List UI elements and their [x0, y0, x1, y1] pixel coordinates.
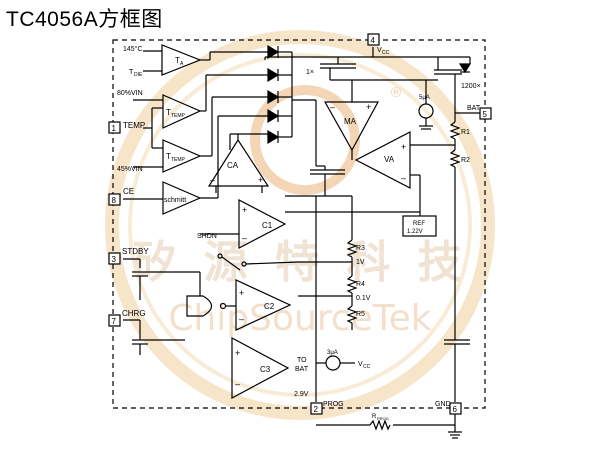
diagram-title: TC4056A方框图 [6, 8, 163, 31]
diode-column [267, 44, 280, 145]
label-ttemp2-sub: TEMP [171, 157, 186, 163]
label-45vin: 45%VIN [117, 166, 143, 173]
label-r2: R2 [461, 157, 470, 164]
label-va: VA [384, 155, 395, 164]
label-c2-minus: – [239, 314, 244, 324]
pin-2: 2 [314, 405, 319, 414]
label-c2: C2 [264, 302, 275, 311]
label-ma: MA [344, 117, 357, 126]
watermark-ring [105, 30, 495, 420]
label-ca: CA [227, 161, 239, 170]
label-ma-plus: + [366, 102, 371, 112]
label-vcc-top: V [377, 47, 382, 54]
label-to: TO [297, 357, 307, 364]
label-1v: 1V [356, 259, 365, 266]
label-ce: CE [123, 187, 134, 196]
label-c1-plus: + [242, 205, 247, 215]
label-ttemp1: T [166, 108, 171, 117]
label-1x: 1× [306, 69, 314, 76]
label-ref-v: 1.22V [407, 229, 423, 235]
label-ta: T [175, 56, 180, 65]
watermark-en: ChipSourceTek [168, 298, 431, 339]
pin-3-box [108, 252, 121, 265]
label-ttemp1-sub: TEMP [171, 113, 186, 119]
label-r4: R4 [356, 281, 365, 288]
label-stdby: STDBY [122, 247, 149, 256]
label-01v: 0.1V [356, 295, 371, 302]
pin-6-box [449, 402, 462, 415]
label-c1: C1 [262, 221, 273, 230]
watermark-logo [250, 85, 360, 195]
label-vcc-bottom-sub: CC [363, 364, 371, 370]
label-r5: R5 [356, 311, 365, 318]
pin-3: 3 [112, 255, 117, 264]
label-va-minus: – [401, 173, 406, 183]
label-ca-plus: + [258, 175, 263, 185]
ref-box [402, 215, 437, 237]
label-shdn: SHDN [197, 233, 217, 240]
label-tdie: T [129, 69, 134, 76]
watermark: 矽 源 特 科 技 ChipSourceTek ® [105, 30, 495, 420]
label-va-plus: + [401, 142, 406, 152]
pin-5-box [479, 107, 492, 120]
pins [108, 33, 492, 415]
label-3ua: 3μA [327, 350, 338, 356]
label-bat: BAT [467, 105, 481, 112]
label-c3-minus: – [235, 379, 240, 389]
label-c1-minus: – [242, 233, 247, 243]
label-to-bat: BAT [295, 366, 309, 373]
label-tdie-sub: DIE [134, 72, 143, 78]
watermark-reg: ® [389, 85, 403, 101]
pin-7-box [108, 314, 121, 327]
label-schmitt: schmitt [164, 197, 186, 204]
label-gnd: GND [435, 401, 451, 408]
label-29v: 2.9V [294, 391, 309, 398]
label-chrg: CHRG [122, 309, 146, 318]
pin-8: 8 [112, 196, 117, 205]
label-ttemp2: T [166, 152, 171, 161]
label-rprog-sub: PROG [377, 416, 389, 421]
label-r3: R3 [356, 245, 365, 252]
label-rprog: R [372, 414, 377, 420]
chip-boundary [112, 39, 486, 409]
label-80vin: 80%VIN [117, 90, 143, 97]
pin-7: 7 [112, 317, 117, 326]
label-c3: C3 [260, 365, 271, 374]
pin-8-box [108, 193, 121, 206]
label-ta-sub: A [180, 61, 184, 67]
label-ref: REF [413, 221, 425, 227]
current-source-3ua [325, 355, 341, 371]
label-145c: 145°C [123, 45, 143, 53]
label-temp: TEMP [123, 121, 145, 130]
label-prog: PROG [323, 401, 344, 408]
watermark-ring-inner [128, 53, 472, 397]
pin-4: 4 [371, 36, 376, 45]
label-c2-plus: + [239, 288, 244, 298]
label-5ua: 5μA [419, 95, 430, 101]
pin-5: 5 [483, 110, 488, 119]
label-vcc-bottom: V [358, 361, 363, 368]
pin-1: 1 [112, 124, 117, 133]
label-r1: R1 [461, 129, 470, 136]
label-c3-plus: + [235, 348, 240, 358]
label-ma-minus: – [330, 102, 335, 112]
pin-1-box [108, 121, 121, 134]
pin-2-box [310, 402, 323, 415]
label-ca-minus: – [210, 175, 215, 185]
label-1200x: 1200× [461, 83, 481, 90]
pin-6: 6 [453, 405, 458, 414]
pin-4-box [367, 33, 380, 46]
label-vcc-top-sub: CC [382, 50, 390, 56]
